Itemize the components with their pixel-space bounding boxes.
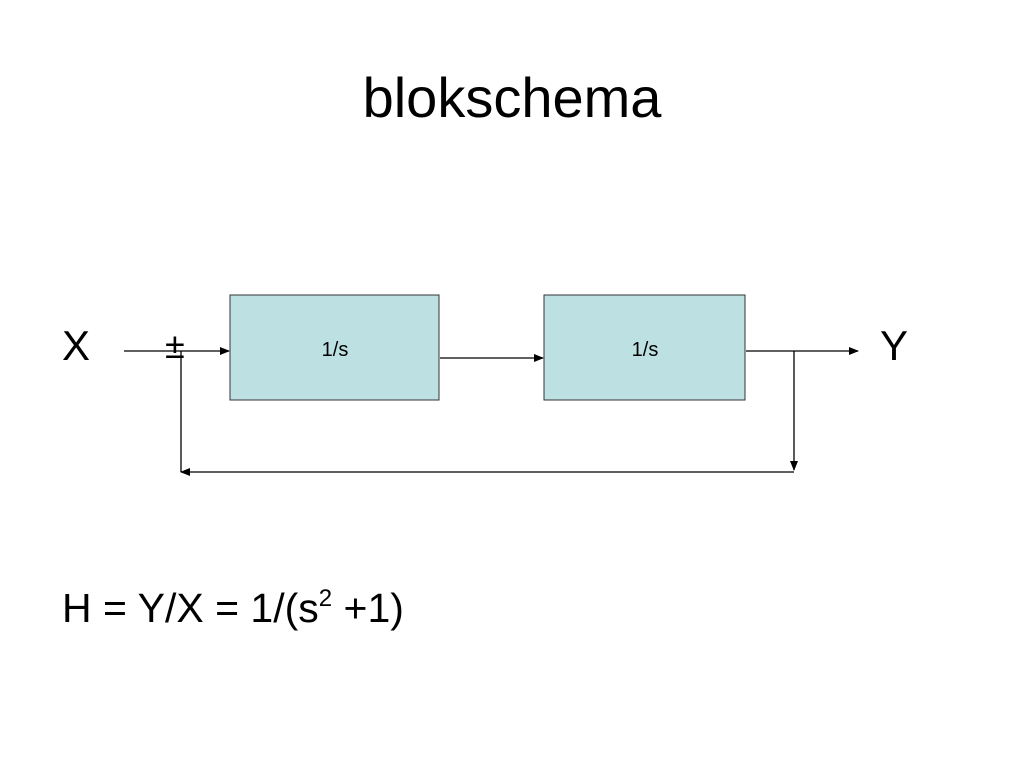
block-2-label: 1/s — [632, 339, 659, 361]
formula-main: H = Y/X = 1/(s — [62, 585, 319, 631]
slide-title: blokschema — [362, 66, 662, 129]
input-label-x: X — [62, 322, 90, 369]
formula-exponent: 2 — [318, 585, 333, 612]
formula-tail: +1) — [332, 585, 404, 631]
transfer-function-formula: H = Y/X = 1/(s2 +1) — [62, 582, 404, 634]
output-label-y: Y — [880, 322, 908, 369]
block-1-label: 1/s — [322, 339, 349, 361]
integrator-block-2: 1/s — [543, 294, 746, 401]
summing-junction-sign: ± — [165, 325, 185, 366]
integrator-block-1: 1/s — [229, 294, 440, 401]
